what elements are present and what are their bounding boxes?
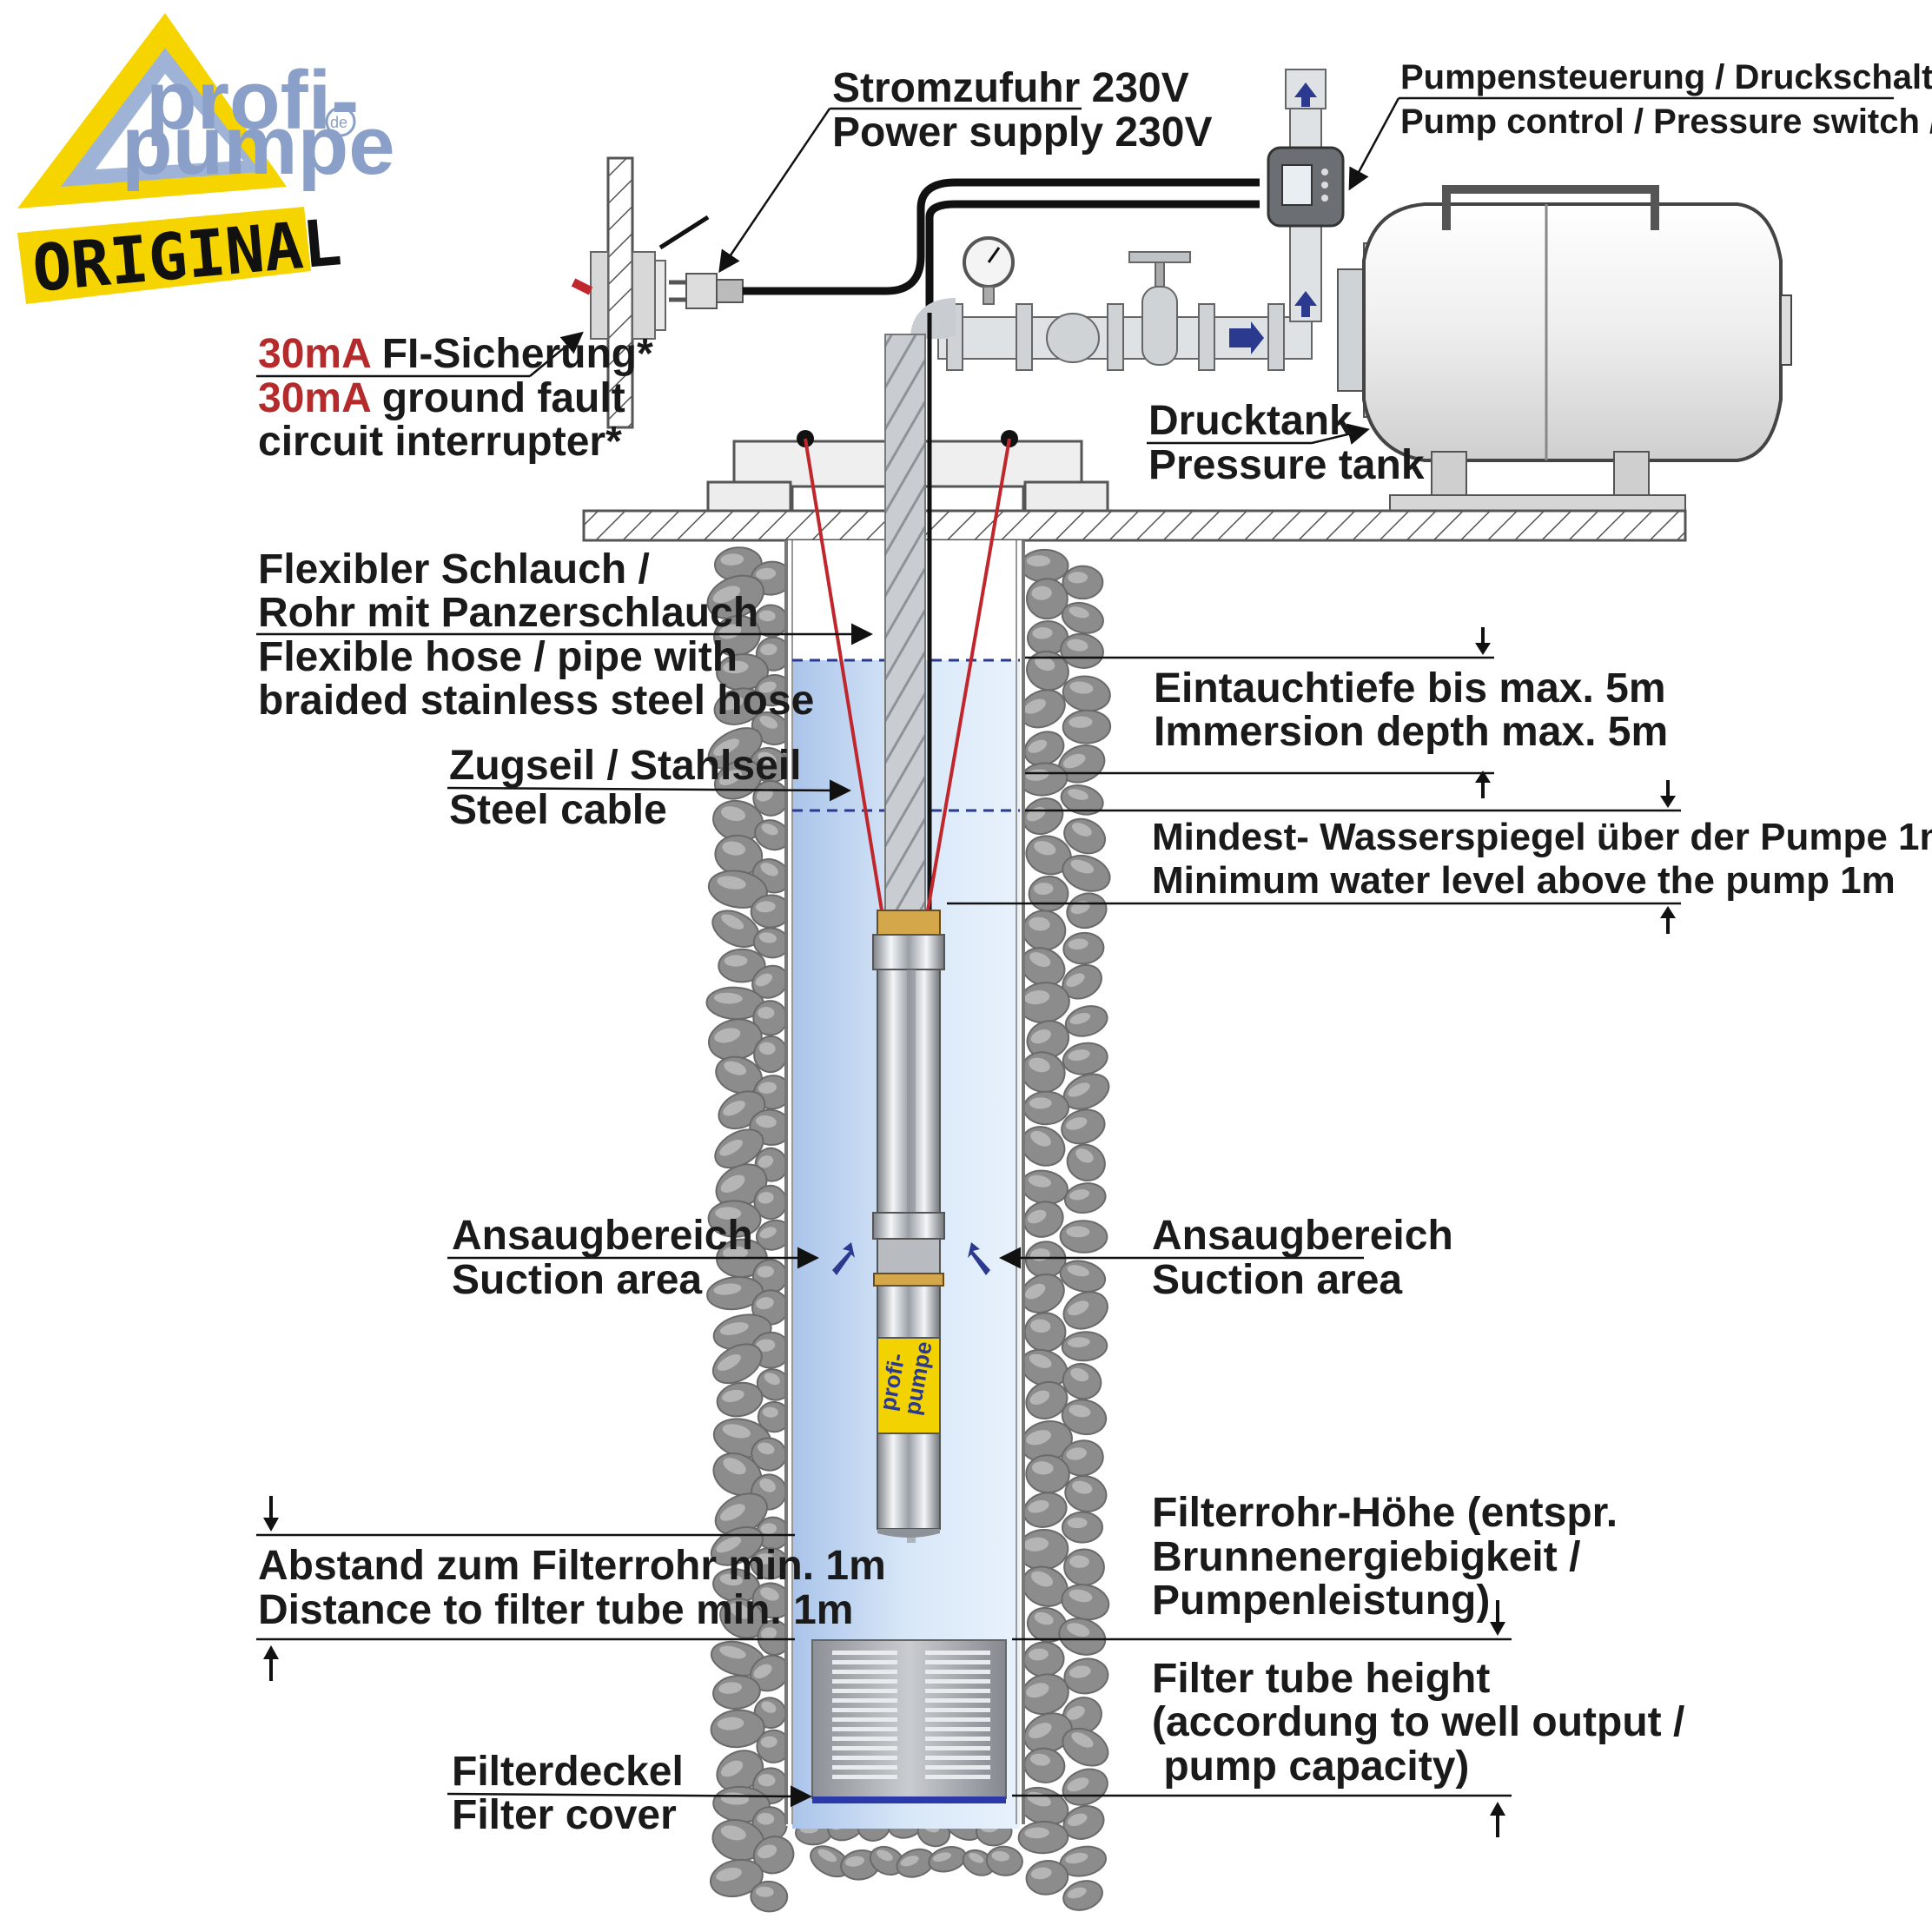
filter-slot — [832, 1679, 897, 1684]
filter-height-en3: pump capacity) — [1152, 1743, 1469, 1790]
hose-label-de1: Flexibler Schlauch / — [258, 546, 650, 592]
filter-slot — [832, 1651, 897, 1655]
control-label-en: Pump control / Pressure switch / Inverte… — [1400, 103, 1932, 141]
distance-label-de: Abstand zum Filterrohr min. 1m — [258, 1543, 886, 1589]
control-label-de: Pumpensteuerung / Druckschalter / Invert… — [1400, 58, 1932, 96]
leader-lines — [256, 96, 1894, 1808]
filter-slot — [832, 1698, 897, 1703]
power-plug — [669, 273, 744, 309]
filter-slot — [832, 1708, 897, 1712]
suction-arrow-left — [832, 1242, 855, 1275]
filter-slot — [925, 1679, 990, 1684]
filter-height-de2: Brunnenergiebigkeit / — [1152, 1534, 1580, 1580]
filter-tube — [811, 1639, 1007, 1803]
flow-arrow-right — [1229, 321, 1264, 354]
valve — [1141, 286, 1178, 366]
measure-arrows — [263, 627, 1676, 1837]
power-label-de: Stromzufuhr 230V — [832, 65, 1189, 111]
gravel-right — [1016, 548, 1112, 1911]
tank-label-en: Pressure tank — [1148, 442, 1425, 488]
filter-slot — [925, 1737, 990, 1741]
filter-height-en1: Filter tube height — [1152, 1656, 1490, 1702]
filter-slot — [925, 1765, 990, 1770]
submersible-pump: profi- pumpe — [872, 910, 945, 1543]
pump-control-unit — [1267, 146, 1345, 228]
filter-height-de3: Pumpenleistung) — [1152, 1578, 1490, 1624]
min-level-label-de: Mindest- Wasserspiegel über der Pumpe 1m — [1152, 816, 1932, 858]
hose-label-en1: Flexible hose / pipe with — [258, 634, 738, 680]
logo-line2: pumpe — [122, 99, 395, 192]
logo-line1: profi- — [146, 54, 359, 147]
suction-right-en: Suction area — [1152, 1257, 1402, 1303]
cable-label-de: Zugseil / Stahlseil — [449, 743, 801, 789]
flexible-hose — [884, 334, 926, 913]
pressure-tank — [1337, 185, 1792, 512]
original-badge — [17, 207, 311, 304]
filter-cover-en: Filter cover — [452, 1792, 677, 1838]
hose-label-de2: Rohr mit Panzerschlauch — [258, 590, 758, 636]
wall-socket — [571, 156, 710, 429]
filter-slot — [925, 1651, 990, 1655]
original-badge-text: ORIGINAL — [30, 205, 345, 307]
brand-logo: profi- pumpe de ORIGINAL — [17, 13, 395, 307]
filter-slot — [832, 1670, 897, 1674]
fuse-label-en2: circuit interrupter* — [258, 419, 622, 465]
filter-slot — [925, 1756, 990, 1760]
filter-slot — [925, 1708, 990, 1712]
hose-label-en2: braided stainless steel hose — [258, 678, 814, 724]
filter-slot — [832, 1737, 897, 1741]
flow-arrow-up — [1294, 83, 1317, 107]
filter-cover-de: Filterdeckel — [452, 1749, 684, 1795]
filter-cover — [812, 1796, 1006, 1803]
filter-slot — [832, 1756, 897, 1760]
pump-intake-screen — [877, 1238, 941, 1274]
filter-slot — [832, 1689, 897, 1693]
ground-surface — [582, 509, 1687, 542]
filter-slot — [832, 1775, 897, 1779]
filter-slot — [832, 1727, 897, 1731]
filter-slot — [925, 1689, 990, 1693]
fuse-switch — [571, 278, 593, 295]
filter-slot — [925, 1670, 990, 1674]
suction-right-de: Ansaugbereich — [1152, 1213, 1453, 1259]
filter-height-en2: (accordung to well output / — [1152, 1699, 1684, 1745]
filter-slot — [925, 1775, 990, 1779]
filter-slot — [925, 1746, 990, 1750]
filter-slot — [832, 1660, 897, 1664]
filter-slot — [832, 1765, 897, 1770]
immersion-label-en: Immersion depth max. 5m — [1154, 709, 1668, 755]
labels: Stromzufuhr 230V Power supply 230V Pumpe… — [258, 58, 1932, 1838]
power-cable — [743, 178, 1260, 295]
immersion-label-de: Eintauchtiefe bis max. 5m — [1154, 665, 1666, 711]
suction-left-de: Ansaugbereich — [452, 1213, 753, 1259]
filter-slot — [832, 1717, 897, 1722]
steel-cable-right — [926, 438, 1011, 911]
filter-slot — [925, 1717, 990, 1722]
cable-label-en: Steel cable — [449, 787, 667, 833]
steel-cable-left — [804, 438, 883, 911]
min-level-label-en: Minimum water level above the pump 1m — [1152, 859, 1896, 902]
tank-label-de: Drucktank — [1148, 398, 1353, 444]
power-label-en: Power supply 230V — [832, 109, 1213, 155]
logo-suffix: de — [330, 114, 347, 131]
filter-height-de1: Filterrohr-Höhe (entspr. — [1152, 1490, 1618, 1536]
filter-slot — [925, 1698, 990, 1703]
pump-cable-top — [925, 200, 1260, 313]
suction-left-en: Suction area — [452, 1257, 702, 1303]
filter-slot — [925, 1660, 990, 1664]
distance-label-en: Distance to filter tube min. 1m — [258, 1587, 853, 1633]
filter-slot — [925, 1727, 990, 1731]
filter-slot — [832, 1746, 897, 1750]
control-pipe — [1285, 69, 1327, 322]
pressure-pipe — [937, 236, 1313, 371]
suction-arrow-right — [968, 1242, 990, 1275]
